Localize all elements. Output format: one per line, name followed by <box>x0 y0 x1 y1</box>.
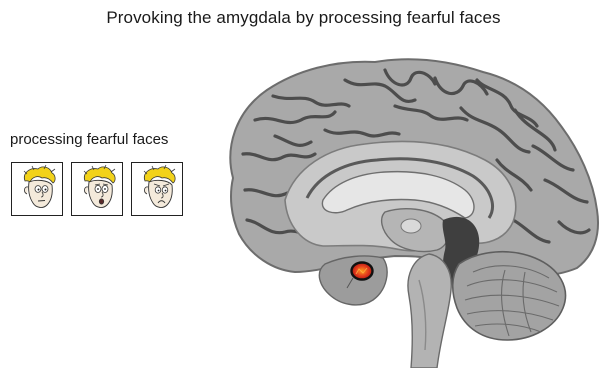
temporal-lobe <box>319 256 387 305</box>
fearful-face-icon <box>72 163 122 215</box>
face-card-fearful-2 <box>131 162 183 216</box>
face-card-neutral <box>11 162 63 216</box>
neutral-face-icon <box>12 163 62 215</box>
face-stimuli-row <box>11 162 183 216</box>
brain-sagittal-illustration <box>215 50 605 368</box>
stimuli-label: processing fearful faces <box>10 131 168 148</box>
figure-title: Provoking the amygdala by processing fea… <box>0 8 607 28</box>
brainstem <box>408 254 451 368</box>
face-card-fearful-1 <box>71 162 123 216</box>
fearful-face-icon <box>132 163 182 215</box>
